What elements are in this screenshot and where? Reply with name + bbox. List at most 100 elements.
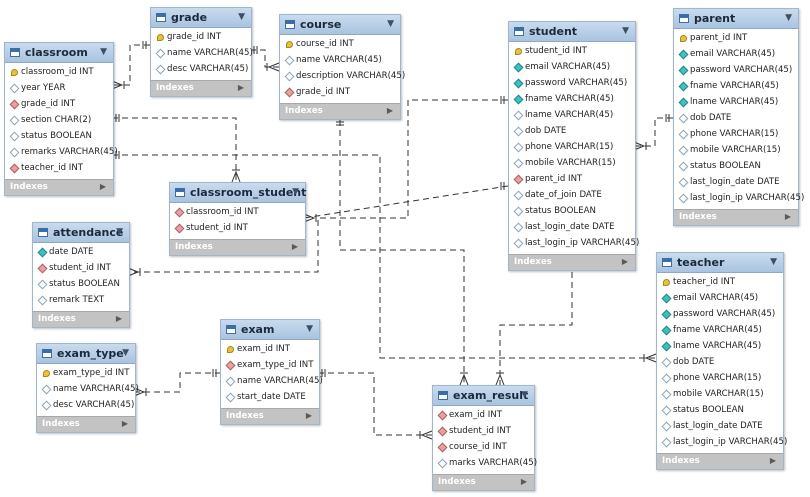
column-row[interactable]: phone VARCHAR(15) — [509, 140, 635, 156]
indexes-section[interactable]: Indexes▶ — [221, 408, 319, 424]
table-header[interactable]: attendance▼ — [33, 223, 129, 243]
column-row[interactable]: course_id INT — [433, 440, 534, 456]
column-row[interactable]: name VARCHAR(45) — [280, 53, 400, 69]
column-row[interactable]: fname VARCHAR(45) — [509, 92, 635, 108]
column-row[interactable]: dob DATE — [674, 111, 798, 127]
collapse-arrow-icon[interactable]: ▼ — [116, 227, 123, 237]
column-row[interactable]: last_login_date DATE — [674, 175, 798, 191]
column-row[interactable]: dob DATE — [509, 124, 635, 140]
column-row[interactable]: exam_id INT — [433, 408, 534, 424]
expand-arrow-icon[interactable]: ▶ — [121, 419, 128, 428]
expand-arrow-icon[interactable]: ▶ — [386, 106, 393, 115]
column-row[interactable]: student_id INT — [170, 221, 305, 237]
expand-arrow-icon[interactable]: ▶ — [291, 242, 298, 251]
table-header[interactable]: grade▼ — [151, 8, 251, 28]
column-row[interactable]: marks VARCHAR(45) — [433, 456, 537, 472]
column-row[interactable]: parent_id INT — [674, 31, 798, 47]
column-row[interactable]: status BOOLEAN — [509, 204, 635, 220]
table-header[interactable]: exam_result▼ — [433, 386, 534, 406]
column-row[interactable]: phone VARCHAR(15) — [657, 371, 783, 387]
column-row[interactable]: email VARCHAR(45) — [509, 60, 635, 76]
collapse-arrow-icon[interactable]: ▼ — [387, 19, 394, 29]
column-row[interactable]: status BOOLEAN — [657, 403, 783, 419]
collapse-arrow-icon[interactable]: ▼ — [306, 324, 313, 334]
expand-arrow-icon[interactable]: ▶ — [237, 83, 244, 92]
table-header[interactable]: classroom_student▼ — [170, 183, 306, 203]
indexes-section[interactable]: Indexes▶ — [151, 80, 251, 96]
expand-arrow-icon[interactable]: ▶ — [784, 212, 791, 221]
expand-arrow-icon[interactable]: ▶ — [769, 456, 776, 465]
column-row[interactable]: remarks VARCHAR(45) — [5, 145, 118, 161]
column-row[interactable]: mobile VARCHAR(15) — [509, 156, 635, 172]
expand-arrow-icon[interactable]: ▶ — [520, 477, 527, 486]
table-header[interactable]: exam_type▼ — [37, 344, 135, 364]
collapse-arrow-icon[interactable]: ▼ — [785, 13, 792, 23]
indexes-section[interactable]: Indexes▶ — [33, 311, 129, 327]
column-row[interactable]: mobile VARCHAR(15) — [657, 387, 783, 403]
column-row[interactable]: grade_id INT — [151, 30, 251, 46]
column-row[interactable]: exam_id INT — [221, 342, 319, 358]
column-row[interactable]: section CHAR(2) — [5, 113, 113, 129]
collapse-arrow-icon[interactable]: ▼ — [292, 187, 299, 197]
column-row[interactable]: password VARCHAR(45) — [674, 63, 798, 79]
indexes-section[interactable]: Indexes▶ — [280, 103, 400, 119]
column-row[interactable]: teacher_id INT — [657, 275, 783, 291]
table-header[interactable]: teacher▼ — [657, 253, 783, 273]
column-row[interactable]: desc VARCHAR(45) — [151, 62, 251, 78]
column-row[interactable]: student_id INT — [509, 44, 635, 60]
column-row[interactable]: remark TEXT — [33, 293, 129, 309]
column-row[interactable]: exam_type_id INT — [37, 366, 135, 382]
collapse-arrow-icon[interactable]: ▼ — [622, 26, 629, 36]
collapse-arrow-icon[interactable]: ▼ — [521, 390, 528, 400]
table-header[interactable]: classroom▼ — [5, 43, 113, 63]
column-row[interactable]: parent_id INT — [509, 172, 635, 188]
column-row[interactable]: status BOOLEAN — [33, 277, 129, 293]
column-row[interactable]: mobile VARCHAR(15) — [674, 143, 798, 159]
expand-arrow-icon[interactable]: ▶ — [115, 314, 122, 323]
column-row[interactable]: last_login_date DATE — [657, 419, 783, 435]
indexes-section[interactable]: Indexes▶ — [657, 453, 783, 469]
column-row[interactable]: phone VARCHAR(15) — [674, 127, 798, 143]
column-row[interactable]: desc VARCHAR(45) — [37, 398, 135, 414]
column-row[interactable]: lname VARCHAR(45) — [674, 95, 798, 111]
column-row[interactable]: name VARCHAR(45) — [151, 46, 253, 62]
column-row[interactable]: dob DATE — [657, 355, 783, 371]
column-row[interactable]: fname VARCHAR(45) — [674, 79, 798, 95]
column-row[interactable]: email VARCHAR(45) — [674, 47, 798, 63]
column-row[interactable]: status BOOLEAN — [5, 129, 113, 145]
expand-arrow-icon[interactable]: ▶ — [99, 182, 106, 191]
indexes-section[interactable]: Indexes▶ — [674, 209, 798, 225]
column-row[interactable]: last_login_ip VARCHAR(45) — [674, 191, 804, 207]
column-row[interactable]: password VARCHAR(45) — [509, 76, 635, 92]
expand-arrow-icon[interactable]: ▶ — [621, 257, 628, 266]
indexes-section[interactable]: Indexes▶ — [37, 416, 135, 432]
collapse-arrow-icon[interactable]: ▼ — [100, 47, 107, 57]
column-row[interactable]: fname VARCHAR(45) — [657, 323, 783, 339]
column-row[interactable]: student_id INT — [433, 424, 534, 440]
column-row[interactable]: status BOOLEAN — [674, 159, 798, 175]
column-row[interactable]: grade_id INT — [5, 97, 113, 113]
collapse-arrow-icon[interactable]: ▼ — [770, 257, 777, 267]
column-row[interactable]: last_login_ip VARCHAR(45) — [509, 236, 639, 252]
column-row[interactable]: name VARCHAR(45) — [37, 382, 139, 398]
column-row[interactable]: lname VARCHAR(45) — [657, 339, 783, 355]
column-row[interactable]: email VARCHAR(45) — [657, 291, 783, 307]
column-row[interactable]: last_login_date DATE — [509, 220, 635, 236]
column-row[interactable]: grade_id INT — [280, 85, 400, 101]
indexes-section[interactable]: Indexes▶ — [509, 254, 635, 270]
column-row[interactable]: classroom_id INT — [170, 205, 305, 221]
collapse-arrow-icon[interactable]: ▼ — [122, 348, 129, 358]
column-row[interactable]: date_of_join DATE — [509, 188, 635, 204]
column-row[interactable]: teacher_id INT — [5, 161, 113, 177]
column-row[interactable]: start_date DATE — [221, 390, 319, 406]
collapse-arrow-icon[interactable]: ▼ — [238, 12, 245, 22]
